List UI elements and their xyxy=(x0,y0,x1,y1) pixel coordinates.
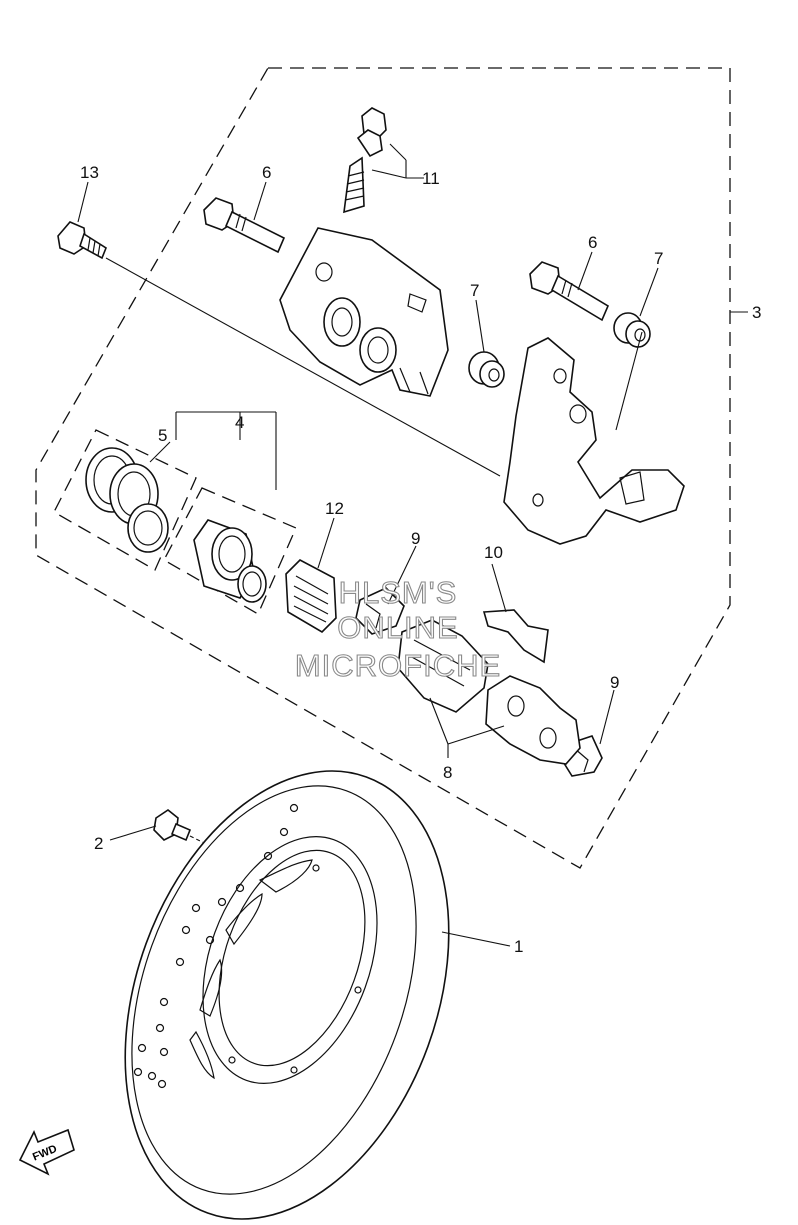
pin-bolt-6-left xyxy=(203,197,286,254)
callout-7-left: 7 xyxy=(470,281,479,300)
watermark-line-1: HLSM'S xyxy=(339,575,458,610)
callout-1: 1 xyxy=(514,937,523,956)
watermark-line-2: ONLINE xyxy=(337,610,458,645)
bolt-13-leader xyxy=(105,257,501,477)
callout-4: 4 xyxy=(235,413,244,432)
callout-10: 10 xyxy=(484,543,503,562)
callout-13: 13 xyxy=(80,163,99,182)
callout-6-left: 6 xyxy=(262,163,271,182)
callout-leaders xyxy=(77,143,748,841)
piston-kit-boundary xyxy=(163,487,297,615)
bolt-13 xyxy=(57,221,107,260)
pad-shim-12 xyxy=(285,559,337,634)
disc-bolt-2 xyxy=(153,809,192,842)
bleed-screw-11 xyxy=(343,107,387,214)
callout-6-right: 6 xyxy=(588,233,597,252)
watermark-line-3: MICROFICHE xyxy=(295,648,501,683)
callout-12: 12 xyxy=(325,499,344,518)
pad-clip-9-left xyxy=(355,587,405,635)
piston-seal-kit-boundary xyxy=(53,429,197,571)
callout-11: 11 xyxy=(422,169,440,188)
retaining-clip-10 xyxy=(482,609,549,664)
disc-leader xyxy=(441,931,511,947)
seal-5 xyxy=(85,447,169,553)
callout-8: 8 xyxy=(443,763,452,782)
callout-7-right: 7 xyxy=(654,249,663,268)
brake-disc-1 xyxy=(124,770,450,1220)
caliper-body xyxy=(279,227,449,397)
pin-bolt-6-right xyxy=(529,261,610,322)
callout-5: 5 xyxy=(158,426,167,445)
callout-3: 3 xyxy=(752,303,761,322)
boot-7-left xyxy=(468,351,505,388)
boot-7-right xyxy=(613,312,651,348)
callout-2: 2 xyxy=(94,834,103,853)
callout-9-right: 9 xyxy=(610,673,619,692)
fwd-arrow-icon: FWD xyxy=(18,1128,75,1176)
caliper-assembly-boundary xyxy=(35,67,731,869)
brake-pad-8-outer xyxy=(485,675,581,765)
piston-4 xyxy=(193,519,267,603)
brake-pad-8-inner xyxy=(397,619,489,713)
callout-9-left: 9 xyxy=(411,529,420,548)
caliper-bracket xyxy=(503,337,685,545)
